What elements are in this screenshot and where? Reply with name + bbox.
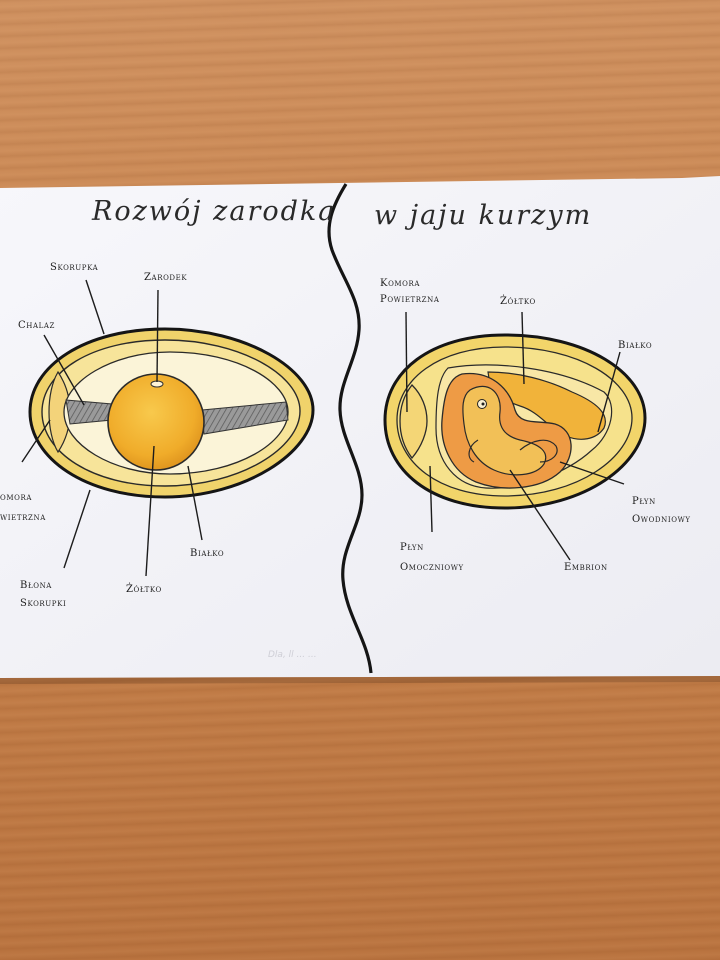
paper-sheet xyxy=(0,176,720,678)
leader-komora xyxy=(21,419,51,463)
leader-embrion xyxy=(509,469,571,561)
label-zoltko-left: Żółtko xyxy=(126,584,162,595)
label-blona-2: Skorupki xyxy=(20,598,67,609)
label-embrion: Embrion xyxy=(564,562,608,573)
label-plyn-owodniowy-1: Płyn xyxy=(632,496,656,507)
label-komora-right-2: Powietrzna xyxy=(380,294,440,305)
leader-bialko-right xyxy=(597,351,621,433)
yolk xyxy=(107,373,205,471)
label-plyn-omoczniowy-2: Omoczniowy xyxy=(400,562,464,573)
label-komora-left-1: omora xyxy=(0,492,32,503)
leader-zarodek xyxy=(156,289,159,383)
embryo-limb xyxy=(519,439,558,463)
label-plyn-omoczniowy-1: Płyn xyxy=(400,542,424,553)
faint-signature: Dla, ll ... ... xyxy=(268,650,317,660)
leader-plyn-owodniowy xyxy=(559,461,625,485)
label-komora-left-2: wietrzna xyxy=(0,512,46,523)
label-komora-right-1: Komora xyxy=(380,278,421,289)
embryo-pupil xyxy=(481,402,485,406)
label-zoltko-right: Żółtko xyxy=(500,296,536,307)
label-bialko-right: Białko xyxy=(618,340,653,351)
leader-blona xyxy=(63,489,91,569)
left-chalaza xyxy=(65,399,113,425)
leader-komora-right xyxy=(405,311,408,413)
leader-bialko xyxy=(187,465,203,541)
label-blona-1: Błona xyxy=(20,580,52,591)
label-bialko-left: Białko xyxy=(190,548,225,559)
right-leader-lines xyxy=(405,311,625,561)
left-leader-lines xyxy=(21,279,203,577)
leader-zoltko-right xyxy=(521,311,525,385)
label-chalaz: Chalaz xyxy=(18,320,55,331)
leader-skorupka xyxy=(85,279,105,335)
label-plyn-owodniowy-2: Owodniowy xyxy=(632,514,691,525)
left-egg xyxy=(28,327,315,499)
leader-zoltko xyxy=(145,445,155,577)
paper-shadow xyxy=(0,676,720,684)
left-egg-air-cell xyxy=(48,370,71,454)
embryo-limb-2 xyxy=(468,439,479,463)
label-zarodek: Zarodek xyxy=(144,272,188,283)
label-skorupka: Skorupka xyxy=(50,262,99,273)
right-yolk-sac xyxy=(487,371,606,440)
leader-chalaz xyxy=(43,334,85,406)
center-divider-line xyxy=(327,183,373,674)
title-right: w jaju kurzym xyxy=(374,200,593,231)
leader-plyn-omoczniowy xyxy=(429,465,433,533)
title-left: Rozwój zarodka xyxy=(92,196,337,227)
